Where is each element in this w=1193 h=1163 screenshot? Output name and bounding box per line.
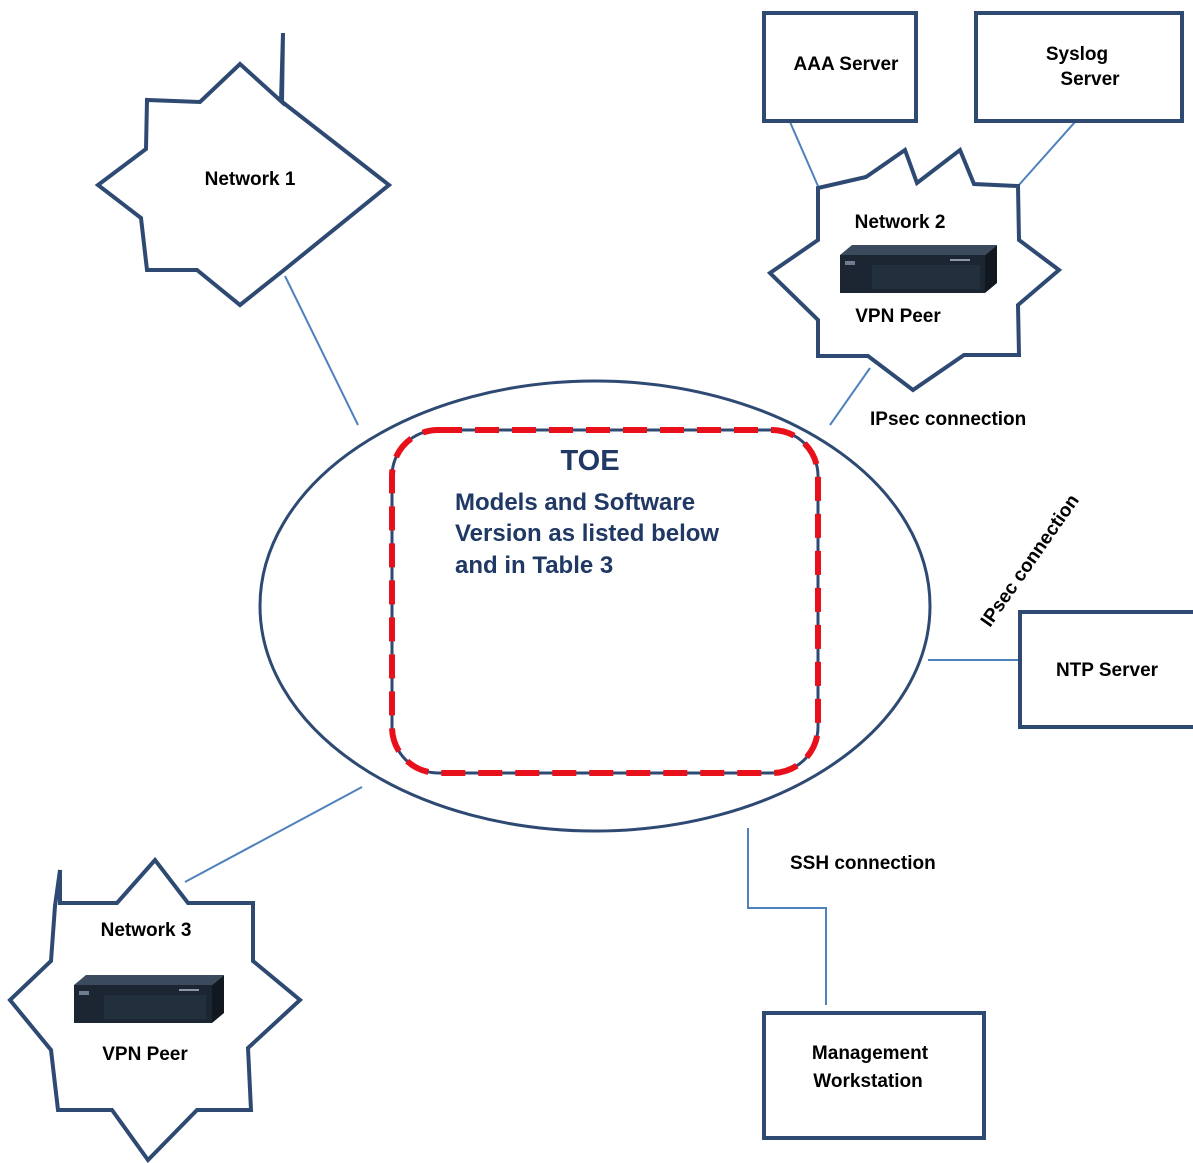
network1-label: Network 1 [205, 169, 296, 190]
network1-cloud [94, 32, 393, 308]
toe-title: TOE [560, 445, 619, 477]
aaa-server-label: AAA Server [794, 54, 900, 75]
ssh-connection-label: SSH connection [790, 853, 936, 874]
aaa-server-box [762, 11, 918, 123]
link-network3-toe [184, 786, 363, 883]
syslog-server-label-line2: Server [1060, 69, 1120, 90]
ntp-server-label: NTP Server [1056, 660, 1159, 681]
router-icon [840, 245, 997, 293]
network2-device-label: VPN Peer [855, 306, 941, 327]
toe-desc-line1: Models and Software [455, 489, 695, 516]
ipsec-ntp-label: IPsec connection [977, 491, 1084, 631]
syslog-server-label-line1: Syslog [1046, 44, 1108, 65]
link-aaa-network2 [789, 121, 819, 187]
management-workstation-label-line2: Workstation [813, 1071, 922, 1092]
network2-label: Network 2 [855, 212, 946, 233]
connection-lines [184, 121, 1076, 1005]
link-syslog-network2 [1017, 121, 1076, 187]
router-icon [74, 975, 224, 1023]
ipsec-network2-label: IPsec connection [870, 409, 1026, 430]
syslog-server-box [974, 11, 1184, 123]
link-network1-toe [284, 275, 359, 426]
link-mgmt-toe [747, 828, 827, 1005]
toe-box [389, 427, 821, 776]
ntp-server-box [1018, 610, 1193, 729]
management-workstation-label-line1: Management [812, 1043, 929, 1064]
management-workstation-box [762, 1011, 986, 1140]
network3-device-label: VPN Peer [102, 1044, 188, 1065]
network3-label: Network 3 [101, 920, 192, 941]
link-network2-toe [829, 367, 871, 426]
toe-desc-line2: Version as listed below [455, 520, 719, 547]
toe-desc-line3: and in Table 3 [455, 552, 613, 579]
toe-ellipse [258, 379, 932, 833]
